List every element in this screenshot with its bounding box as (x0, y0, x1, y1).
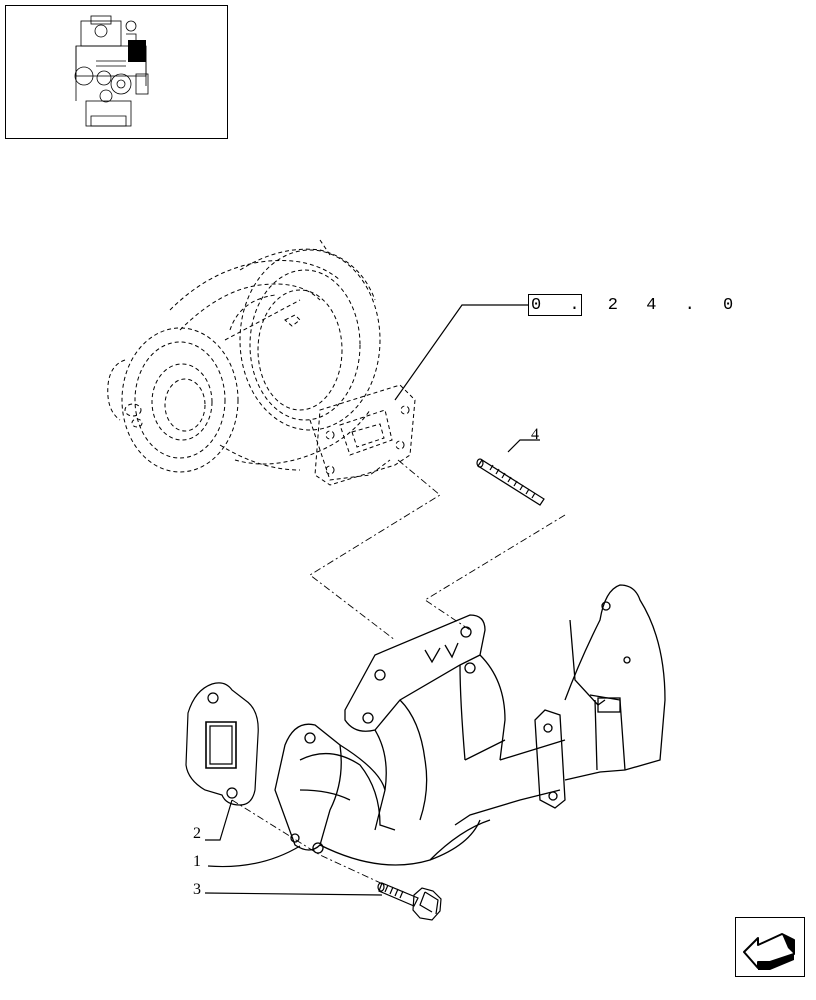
callout-3: 3 (193, 881, 201, 898)
engine-location-thumbnail (5, 5, 228, 139)
previous-page-arrow-icon (743, 933, 795, 970)
callout-leader-1 (207, 845, 301, 868)
callout-leader-3 (204, 892, 383, 896)
callout-leader-2 (205, 799, 233, 841)
reference-code-box (528, 294, 582, 316)
callout-2: 2 (193, 825, 201, 842)
previous-page-button[interactable] (735, 917, 805, 977)
exhaust-manifold-part-1 (274, 584, 666, 866)
gasket-part-2 (185, 682, 259, 806)
callout-leader-4 (507, 439, 540, 453)
reference-leader (394, 304, 528, 401)
assembly-lines (231, 459, 566, 886)
callout-4: 4 (531, 426, 539, 443)
reference-code[interactable]: 0 . 2 4 . 0 (531, 296, 743, 315)
engine-thumbnail-icon (74, 15, 149, 127)
stud-part-4 (476, 458, 545, 506)
callout-1: 1 (193, 853, 201, 870)
turbocharger-outline (107, 239, 416, 486)
bolt-part-3 (377, 882, 442, 921)
